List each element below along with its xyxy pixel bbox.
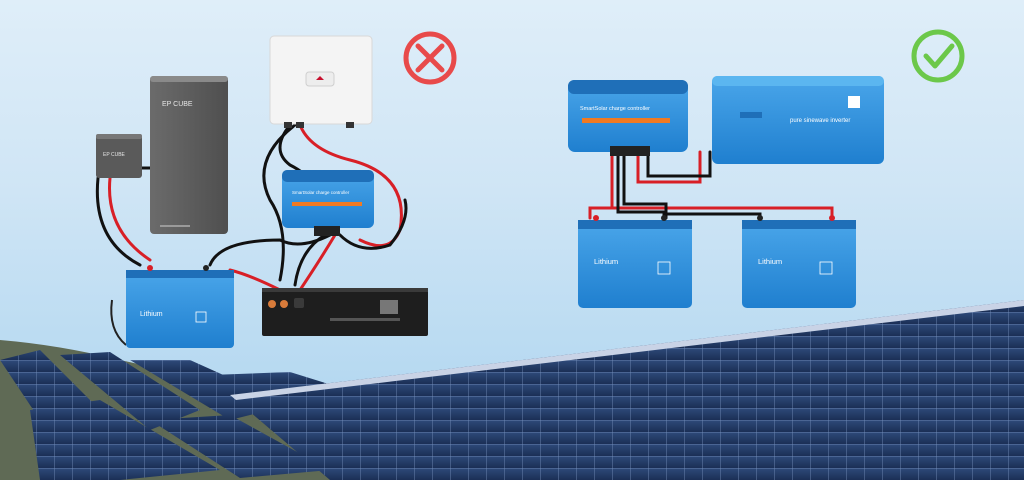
correct-indicator [911, 29, 965, 83]
distant-solar-panel [30, 400, 220, 480]
right-battery-2-label: Lithium [758, 257, 782, 266]
left-charge-controller: SmartSolar charge controller [282, 170, 374, 236]
left-wiring [95, 123, 408, 292]
qr-code-icon [848, 96, 860, 108]
inverter-label: pure sinewave inverter [790, 118, 850, 124]
terminal-block [314, 226, 340, 236]
recycle-bin-icon [657, 261, 671, 275]
check-icon [923, 43, 955, 69]
left-battery-label: Lithium [140, 311, 163, 318]
right-battery-1-label: Lithium [594, 257, 618, 266]
main-solar-panel [230, 300, 1024, 480]
wrong-circle [403, 31, 457, 85]
ep-cube-hub-label: EP CUBE [103, 152, 126, 158]
rack-display [380, 300, 398, 314]
ep-cube-battery-tower: EP CUBE [150, 76, 228, 234]
left-charge-controller-label: SmartSolar charge controller [292, 190, 350, 195]
panel-frame [230, 300, 1024, 400]
distant-solar-panel [150, 415, 330, 478]
right-lithium-battery-1: Lithium [578, 215, 692, 308]
left-lithium-battery: Lithium [110, 265, 234, 348]
ep-cube-tower-label: EP CUBE [162, 101, 193, 108]
distant-solar-panel [60, 352, 200, 430]
pure-sinewave-inverter: pure sinewave inverter [712, 76, 884, 164]
solar-field [0, 300, 1024, 480]
cross-icon [415, 43, 445, 73]
hybrid-inverter [269, 35, 373, 128]
recycle-bin-icon [195, 311, 207, 323]
right-charge-controller: SmartSolar charge controller [568, 80, 688, 156]
right-charge-controller-label: SmartSolar charge controller [580, 106, 650, 112]
ep-cube-hub: EP CUBE [96, 134, 142, 178]
inverter-logo-icon [316, 76, 324, 80]
wrong-indicator [403, 31, 457, 85]
rack-lithium-battery [262, 288, 428, 336]
correct-circle [911, 29, 965, 83]
terminal-block [610, 146, 650, 156]
recycle-bin-icon [819, 261, 833, 275]
right-lithium-battery-2: Lithium [742, 215, 856, 308]
